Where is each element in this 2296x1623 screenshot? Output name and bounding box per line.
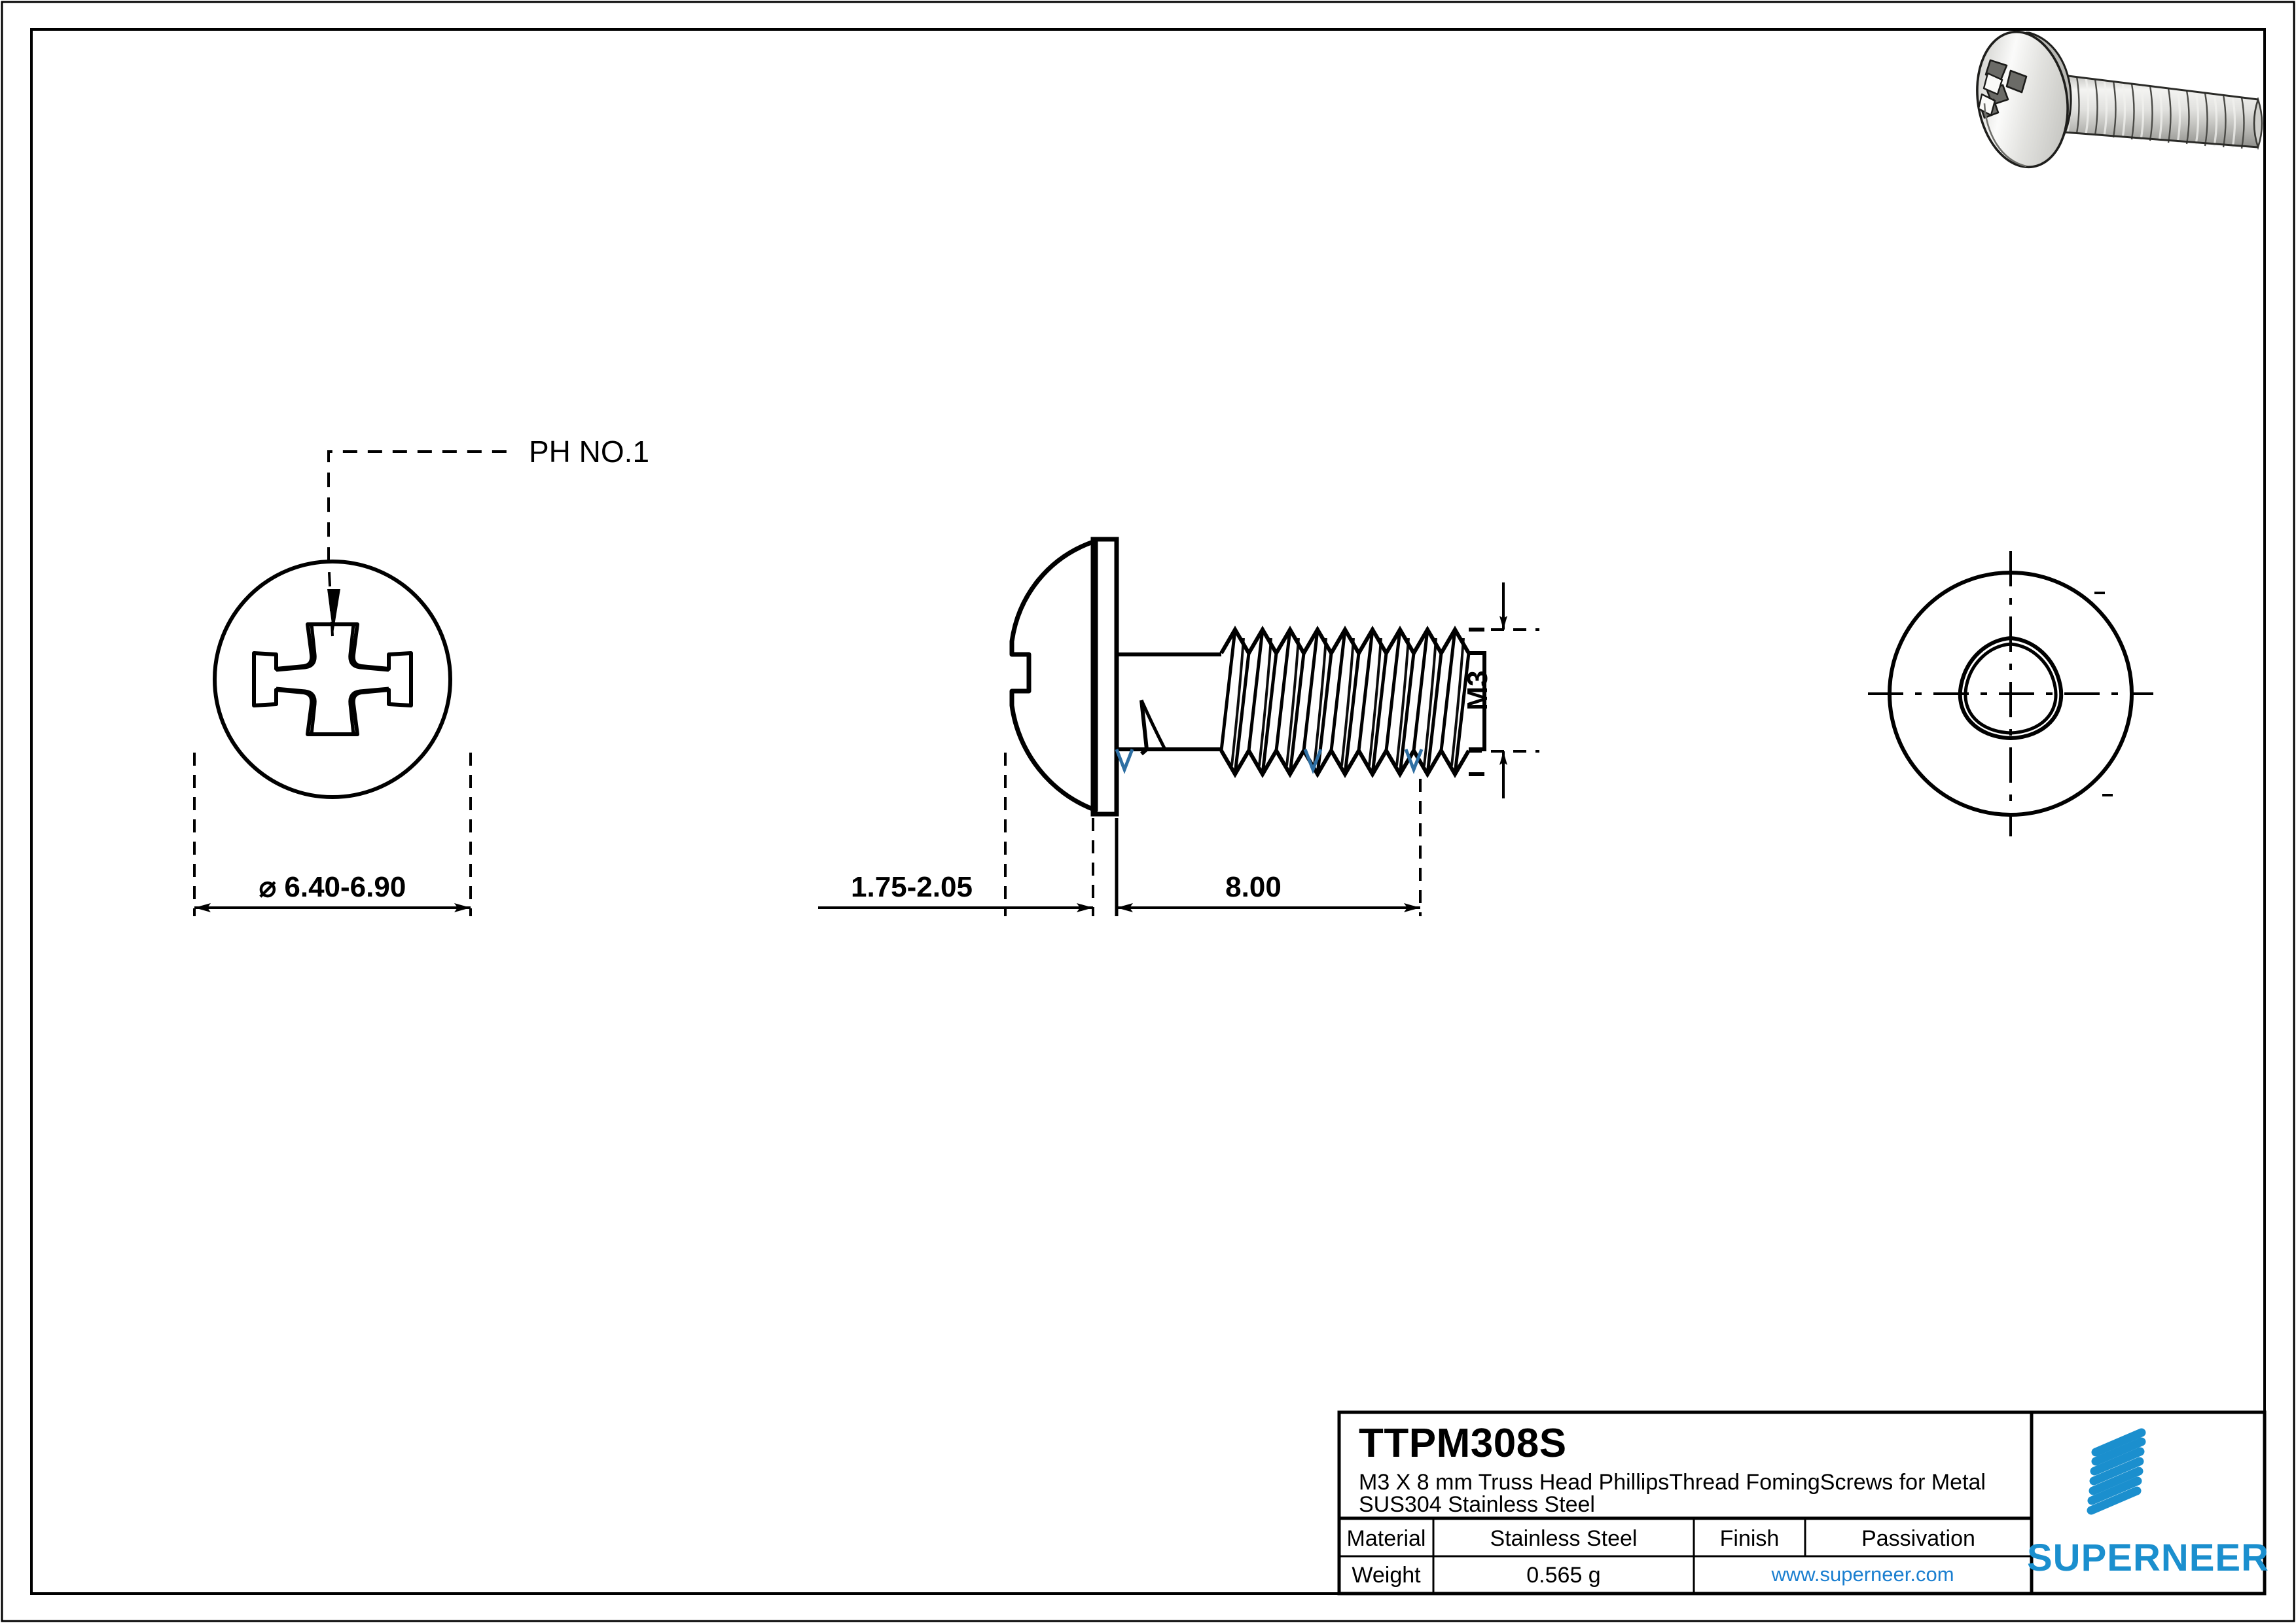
side-view-group: M3 1.75-2.05 8.00 xyxy=(818,537,1539,916)
leader-arrow-head xyxy=(327,589,340,633)
length-dimension-label: 8.00 xyxy=(1225,871,1282,903)
supeneer-logo-icon xyxy=(2087,1428,2146,1515)
website-url[interactable]: www.superneer.com xyxy=(1770,1563,1954,1586)
head-height-dimension-label: 1.75-2.05 xyxy=(851,871,973,903)
head-height-dimension xyxy=(818,753,1094,916)
thread-form-marks xyxy=(1115,749,1424,774)
part-code: TTPM308S xyxy=(1359,1421,1567,1466)
description-line-2: SUS304 Stainless Steel xyxy=(1359,1492,1595,1517)
brand-name: SUPERNEER xyxy=(2027,1537,2269,1579)
ph-number-label: PH NO.1 xyxy=(529,435,649,469)
screw-3d-render xyxy=(1976,30,2263,169)
top-view-group: PH NO.1 ⌀ 6.40-6.90 xyxy=(193,435,649,916)
description-line-1: M3 X 8 mm Truss Head PhillipsThread Fomi… xyxy=(1359,1470,1986,1495)
ph-leader-line xyxy=(327,450,514,637)
finish-value: Passivation xyxy=(1861,1526,1975,1551)
diameter-dimension xyxy=(193,753,472,916)
trilobular-thread-outer xyxy=(1958,635,2064,741)
m3-dimension-label: M3 xyxy=(1462,670,1494,710)
quadrant-ticks xyxy=(2094,592,2113,796)
bottom-view-group xyxy=(1868,551,2153,836)
diameter-dimension-label: ⌀ 6.40-6.90 xyxy=(259,871,406,903)
material-value: Stainless Steel xyxy=(1490,1526,1638,1551)
truss-head-profile xyxy=(1009,537,1119,817)
finish-label: Finish xyxy=(1720,1526,1780,1551)
centerline-marks xyxy=(1868,551,2153,836)
title-block xyxy=(1337,1410,2267,1596)
threaded-shaft xyxy=(1115,626,1486,778)
weight-value: 0.565 g xyxy=(1526,1563,1600,1588)
render-3d-head xyxy=(1976,30,2072,169)
head-outline-circle xyxy=(213,560,452,799)
render-3d-shaft xyxy=(2047,72,2263,151)
length-dimension xyxy=(1115,779,1422,916)
weight-label: Weight xyxy=(1352,1563,1421,1588)
m3-dimension xyxy=(1469,582,1539,798)
material-label: Material xyxy=(1347,1526,1426,1551)
phillips-cross-recess xyxy=(252,622,413,736)
